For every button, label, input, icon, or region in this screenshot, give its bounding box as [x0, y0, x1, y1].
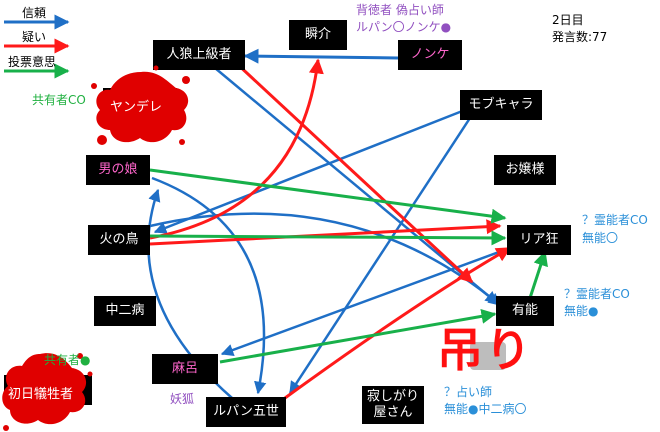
node-otoko-no-ko: 男の娘 — [86, 155, 150, 185]
note-nise-uranai: ルパン〇ノンケ● — [356, 20, 452, 34]
note-yuno-co: ？霊能者CO — [564, 287, 630, 301]
note-sabishi-result: 無能●中二病〇 — [444, 402, 527, 416]
node-riakyo: リア狂 — [507, 225, 571, 255]
note-youko: 妖狐 — [170, 392, 195, 406]
legend-doubt-label: 疑い — [22, 30, 47, 44]
trust-arrow-nonke-to-jinro — [243, 48, 399, 64]
legend-trust-label: 信頼 — [22, 6, 47, 20]
node-sabishigariyasan: 寂しがり屋さん — [362, 386, 424, 424]
note-riakyo-result: 無能〇 — [582, 231, 619, 245]
trust-arrow-jinro-to-yuno — [214, 67, 498, 304]
node-lupin-gosei: ルパン五世 — [206, 397, 286, 427]
note-haitokusha: 背徳者 偽占い師 — [356, 3, 444, 17]
node-nonke: ノンケ — [398, 40, 462, 70]
trust-arrow-mobu-to-hinotori — [153, 106, 471, 234]
hang-mark: 吊り — [437, 323, 533, 377]
doubt-arrow-hinotori-to-riakyo — [149, 219, 502, 246]
doubt-arrow-jinro-to-yuno — [233, 60, 474, 284]
note-yandere-co: 共有者CO — [32, 93, 86, 107]
trust-arrow-riakyo-to-maro — [220, 243, 519, 356]
note-yuno-result: 無能● — [564, 304, 599, 318]
node-hinotori: 火の鳥 — [88, 225, 150, 255]
node-yuno: 有能 — [496, 296, 554, 326]
day-label: 2日目 — [552, 13, 584, 27]
hang-target-box — [470, 342, 506, 370]
node-yandere: ヤンデレ — [110, 100, 163, 115]
note-shonichi-co: 共有者● — [44, 353, 91, 367]
node-ojousama: お嬢様 — [494, 155, 556, 185]
vote-arrow-yuno-to-riakyo — [528, 250, 548, 299]
doubt-arrow-lupin-to-riakyo — [284, 246, 512, 400]
node-mobu: モブキャラ — [460, 90, 542, 120]
day-info: 2日目 発言数:77 — [552, 12, 607, 46]
statement-count: 発言数:77 — [552, 30, 608, 44]
note-sabishi-co: ？占い師 — [444, 385, 493, 399]
node-maro: 麻呂 — [152, 354, 218, 384]
node-shunsuke: 瞬介 — [289, 20, 347, 50]
note-riakyo-co: ？霊能者CO — [582, 213, 648, 227]
doubt-arrow-hinotori-to-shunsuke — [149, 58, 324, 240]
blood-splat-icon-2 — [2, 353, 93, 431]
legend-vote-label: 投票意思 — [8, 55, 57, 69]
trust-arrow-mobu-to-lupin — [288, 117, 472, 395]
vote-arrow-maro-to-yuno — [219, 308, 497, 364]
blood-splat-icon — [91, 65, 190, 145]
node-chunibyo: 中二病 — [94, 296, 156, 326]
node-jinro-joukyusha: 人狼上級者 — [153, 40, 245, 70]
vote-arrow-hinotori-to-riakyo — [149, 230, 507, 246]
vote-arrow-otoko-to-riakyo — [149, 168, 507, 224]
node-shonichi-giseisha: 初日犠牲者 — [8, 387, 74, 402]
